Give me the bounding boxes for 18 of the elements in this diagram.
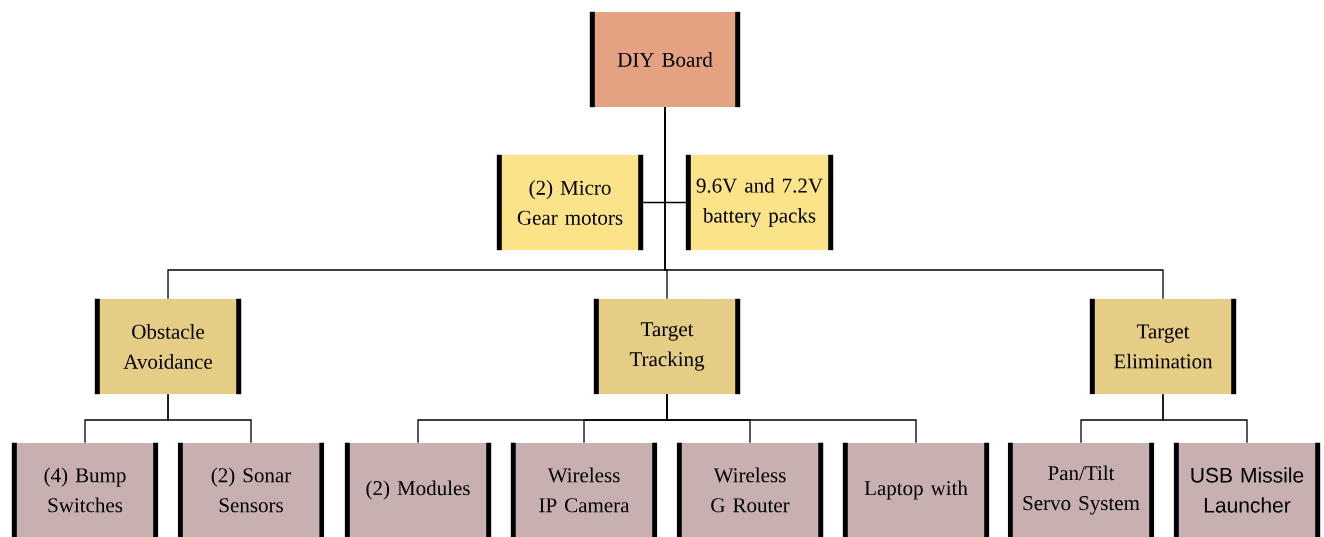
connector-line bbox=[664, 106, 1164, 300]
connector-line bbox=[1162, 393, 1248, 444]
connector-line bbox=[167, 393, 252, 444]
box: (2) Micro Gear motors bbox=[496, 154, 644, 251]
box: Laptop with bbox=[842, 442, 990, 537]
box: 9.6V and 7.2V battery packs bbox=[685, 154, 834, 251]
box: Pan/Tilt Servo System bbox=[1007, 442, 1155, 537]
box: Wireless G Router bbox=[676, 442, 824, 537]
connector-line bbox=[666, 393, 917, 444]
box: Obstacle Avoidance bbox=[94, 298, 242, 395]
box: (2) Modules bbox=[344, 442, 492, 537]
box: DIY Board bbox=[589, 11, 741, 108]
box: USB Missile Launcher bbox=[1173, 442, 1321, 537]
box: (4) Bump Switches bbox=[11, 442, 159, 537]
box: Target Elimination bbox=[1089, 298, 1237, 395]
box: Target Tracking bbox=[593, 298, 741, 395]
box: Wireless IP Camera bbox=[510, 442, 658, 537]
box: (2) Sonar Sensors bbox=[177, 442, 325, 537]
